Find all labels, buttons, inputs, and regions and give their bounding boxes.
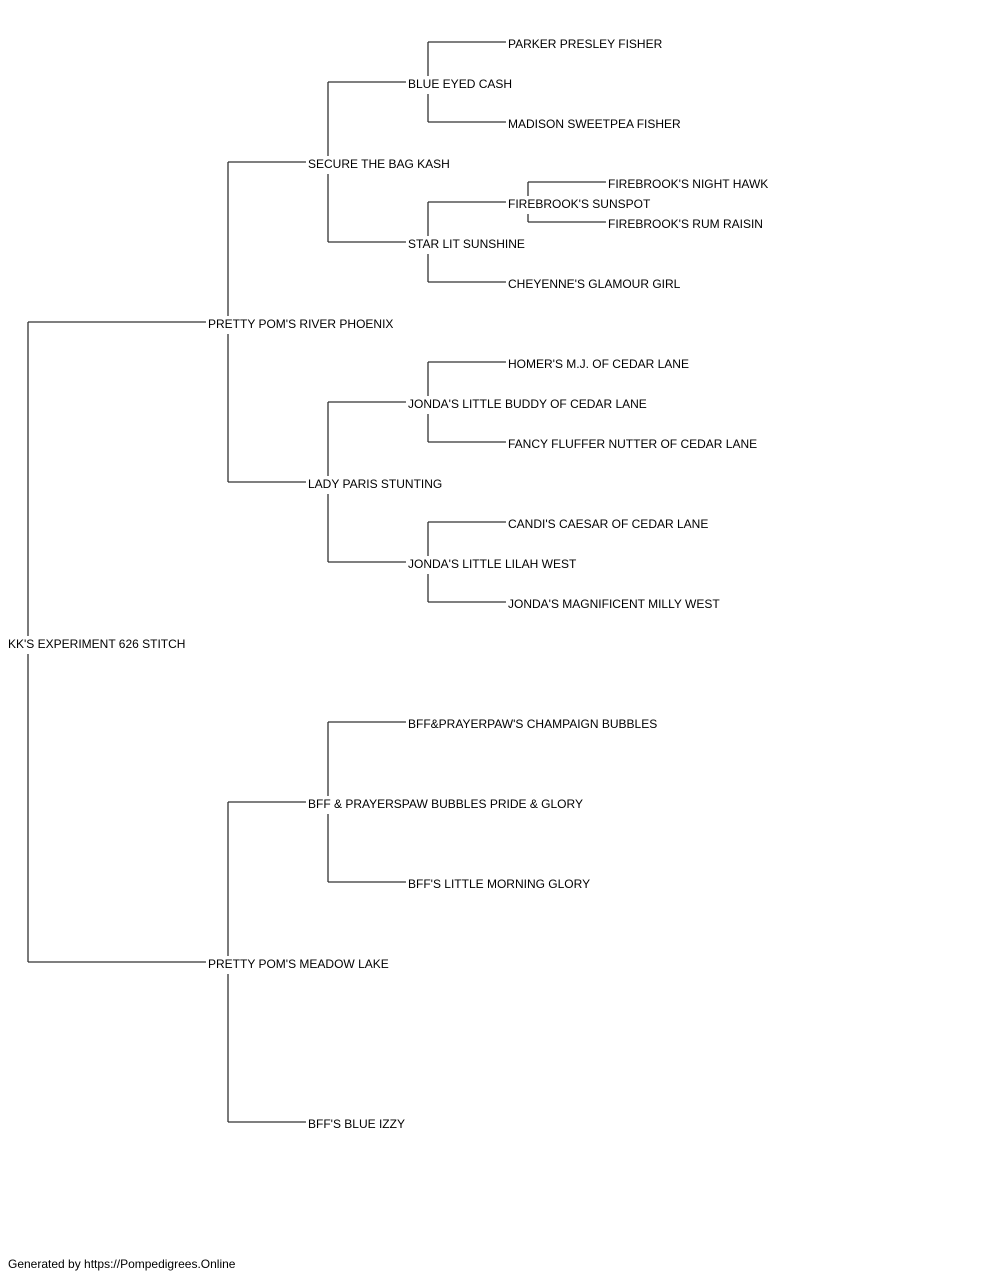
ancestor-name-bff-prayerpaw-s-champaign-bubbles: BFF&PRAYERPAW'S CHAMPAIGN BUBBLES	[408, 717, 660, 731]
ancestor-name-fancy-fluffer-nutter-of-cedar-lane: FANCY FLUFFER NUTTER OF CEDAR LANE	[508, 437, 760, 451]
ancestor-name-blue-eyed-cash: BLUE EYED CASH	[408, 77, 515, 91]
ancestor-name-pretty-pom-s-river-phoenix: PRETTY POM'S RIVER PHOENIX	[208, 317, 396, 331]
ancestor-name-pretty-pom-s-meadow-lake: PRETTY POM'S MEADOW LAKE	[208, 957, 391, 971]
ancestor-name-bff-prayerspaw-bubbles-pride-glory: BFF & PRAYERSPAW BUBBLES PRIDE & GLORY	[308, 797, 585, 811]
ancestor-name-firebrook-s-rum-raisin: FIREBROOK'S RUM RAISIN	[608, 217, 765, 231]
ancestor-name-firebrook-s-night-hawk: FIREBROOK'S NIGHT HAWK	[608, 177, 771, 191]
ancestor-name-bff-s-blue-izzy: BFF'S BLUE IZZY	[308, 1117, 407, 1131]
ancestor-name-cheyenne-s-glamour-girl: CHEYENNE'S GLAMOUR GIRL	[508, 277, 683, 291]
ancestor-name-jonda-s-little-buddy-of-cedar-lane: JONDA'S LITTLE BUDDY OF CEDAR LANE	[408, 397, 649, 411]
ancestor-name-candi-s-caesar-of-cedar-lane: CANDI'S CAESAR OF CEDAR LANE	[508, 517, 711, 531]
ancestor-name-jonda-s-little-lilah-west: JONDA'S LITTLE LILAH WEST	[408, 557, 579, 571]
ancestor-name-star-lit-sunshine: STAR LIT SUNSHINE	[408, 237, 527, 251]
ancestor-name-homer-s-m-j-of-cedar-lane: HOMER'S M.J. OF CEDAR LANE	[508, 357, 691, 371]
ancestor-name-secure-the-bag-kash: SECURE THE BAG KASH	[308, 157, 452, 171]
footer-credit: Generated by https://Pompedigrees.Online	[8, 1257, 236, 1271]
subject-name: KK'S EXPERIMENT 626 STITCH	[8, 637, 188, 651]
ancestor-name-lady-paris-stunting: LADY PARIS STUNTING	[308, 477, 445, 491]
ancestor-name-bff-s-little-morning-glory: BFF'S LITTLE MORNING GLORY	[408, 877, 593, 891]
ancestor-name-madison-sweetpea-fisher: MADISON SWEETPEA FISHER	[508, 117, 683, 131]
ancestor-name-parker-presley-fisher: PARKER PRESLEY FISHER	[508, 37, 665, 51]
ancestor-name-jonda-s-magnificent-milly-west: JONDA'S MAGNIFICENT MILLY WEST	[508, 597, 722, 611]
ancestor-name-firebrook-s-sunspot: FIREBROOK'S SUNSPOT	[508, 197, 653, 211]
